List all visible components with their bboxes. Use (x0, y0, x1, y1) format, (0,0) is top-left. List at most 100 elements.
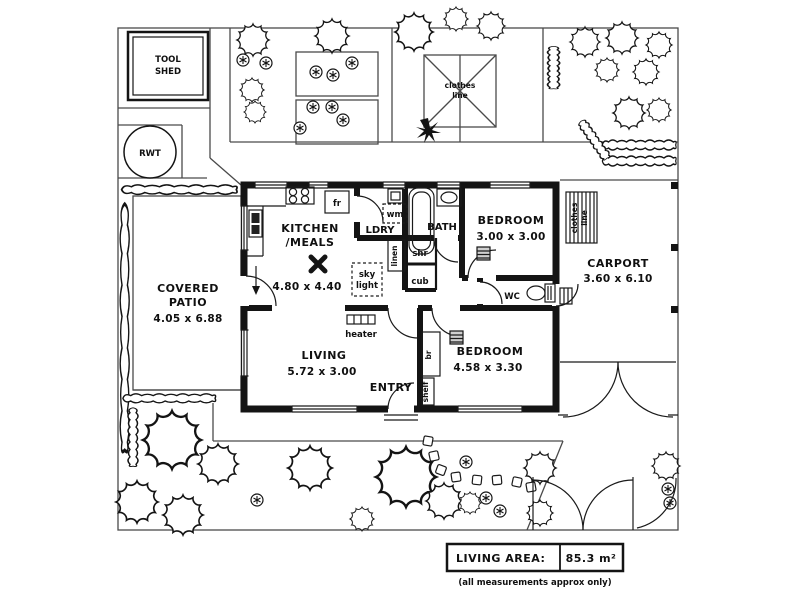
tree-icon (162, 494, 204, 536)
kitchen-label-1: KITCHEN (281, 222, 339, 235)
living-area-label: LIVING AREA: (456, 552, 545, 565)
tool-shed-label-2: SHED (155, 67, 181, 77)
flower-icon (236, 53, 250, 67)
fridge-box: fr (324, 190, 350, 214)
bedroom1-dims: 3.00 x 3.00 (476, 231, 545, 243)
carport-step (559, 287, 573, 305)
arrow-icon (252, 266, 260, 295)
agave-plant-icon (416, 118, 441, 143)
kitchen-fixtures: fr (247, 186, 350, 295)
bathroom-fixtures (408, 187, 462, 255)
carport-gate (558, 361, 678, 418)
tree-icon (115, 480, 159, 524)
washing-machine-label: wm (387, 210, 404, 220)
washing-machine-box: wm (382, 203, 408, 224)
tool-shed: TOOL SHED (126, 30, 210, 102)
shelf-label: shelf (421, 381, 430, 402)
clothes-line-label-2: line (452, 91, 468, 100)
stepping-stones (422, 435, 537, 493)
patio-label-2: PATIO (169, 296, 207, 309)
fridge-label: fr (333, 199, 342, 209)
carport-posts (671, 182, 678, 313)
tree-icon (569, 26, 601, 58)
br-label: br (424, 350, 433, 359)
stepping-stone-icon (471, 474, 483, 486)
carport-door-gap (552, 284, 561, 306)
flower-icon (345, 56, 359, 70)
laundry-label: LDRY (365, 225, 395, 236)
flower-icon (259, 56, 273, 70)
clothes-rack-label-1: clothes (570, 202, 579, 233)
patio-label-1: COVERED (157, 282, 219, 295)
hedge-icon (120, 183, 238, 196)
stepping-stone-icon (525, 481, 537, 493)
measurements-note: (all measurements approx only) (458, 578, 611, 588)
gate-arc-icon (532, 479, 584, 531)
patio-dims: 4.05 x 6.88 (153, 313, 222, 325)
stove-icon (285, 186, 315, 205)
carport: CARPORT 3.60 x 6.10 clothes line (558, 182, 678, 418)
room-labels: KITCHEN /MEALS 4.80 x 4.40 LDRY BATH shr… (272, 214, 545, 394)
patio-door-gap (240, 276, 249, 306)
gate-arc-icon (636, 477, 677, 529)
window-icon (254, 181, 531, 189)
flower-icon (293, 121, 307, 135)
tree-icon (645, 31, 673, 59)
skylight-label-2: light (356, 281, 378, 291)
entry-door-gap (388, 405, 414, 414)
living-area-value: 85.3 m² (566, 552, 617, 565)
kitchen-dims: 4.80 x 4.40 (272, 281, 341, 293)
hedge-icon (122, 393, 217, 404)
clothes-line-label-1: clothes (445, 81, 476, 90)
flower-icon (336, 113, 350, 127)
tree-icon (651, 451, 681, 481)
tree-icon (141, 409, 203, 471)
entry-porch-step (384, 414, 418, 421)
flower-icon (326, 68, 340, 82)
bedroom1-label: BEDROOM (478, 214, 545, 227)
stepping-stone-icon (428, 450, 440, 462)
clothes-rack-label-2: line (580, 210, 589, 226)
tree-icon (594, 57, 620, 83)
tree-icon (243, 100, 267, 124)
ceiling-fan-icon (308, 254, 328, 274)
tree-icon (349, 506, 375, 532)
shelf-unit: shelf (421, 377, 435, 406)
skylight-box: sky light (351, 262, 383, 297)
window-icon (240, 205, 249, 377)
flower-icon (493, 504, 507, 518)
stepping-stone-icon (511, 476, 523, 488)
window-icon (291, 405, 523, 413)
cupboard-label: cub (411, 277, 428, 287)
flower-icon (309, 65, 323, 79)
robe-icon (449, 246, 491, 345)
hedge-icon (127, 407, 139, 468)
tree-icon (476, 11, 506, 41)
tool-shed-label-1: TOOL (155, 55, 181, 65)
tree-icon (526, 499, 554, 527)
wc-label: WC (504, 292, 520, 302)
tree-icon (646, 97, 672, 123)
flower-icon (661, 482, 675, 496)
gate-arc-icon (617, 361, 674, 418)
flower-icon (459, 455, 473, 469)
linen-label: linen (390, 246, 399, 267)
basin-icon (436, 188, 462, 207)
stepping-stone-icon (434, 463, 448, 477)
clothes-line: clothes line (416, 54, 497, 143)
heater-label: heater (345, 330, 377, 340)
sink-icon (248, 209, 263, 238)
clothes-rack: clothes line (565, 191, 598, 244)
rainwater-tank: RWT (123, 125, 177, 179)
shower-label: shr (412, 249, 428, 259)
living-label: LIVING (302, 349, 347, 362)
hedge-icon (546, 45, 561, 90)
bedroom2-dims: 4.58 x 3.30 (453, 362, 522, 374)
covered-patio: COVERED PATIO 4.05 x 6.88 (132, 195, 242, 391)
rear-gates (532, 477, 677, 531)
flower-icon (250, 493, 264, 507)
tree-icon (314, 18, 350, 54)
tree-icon (458, 491, 482, 515)
stepping-stone-icon (491, 474, 503, 486)
